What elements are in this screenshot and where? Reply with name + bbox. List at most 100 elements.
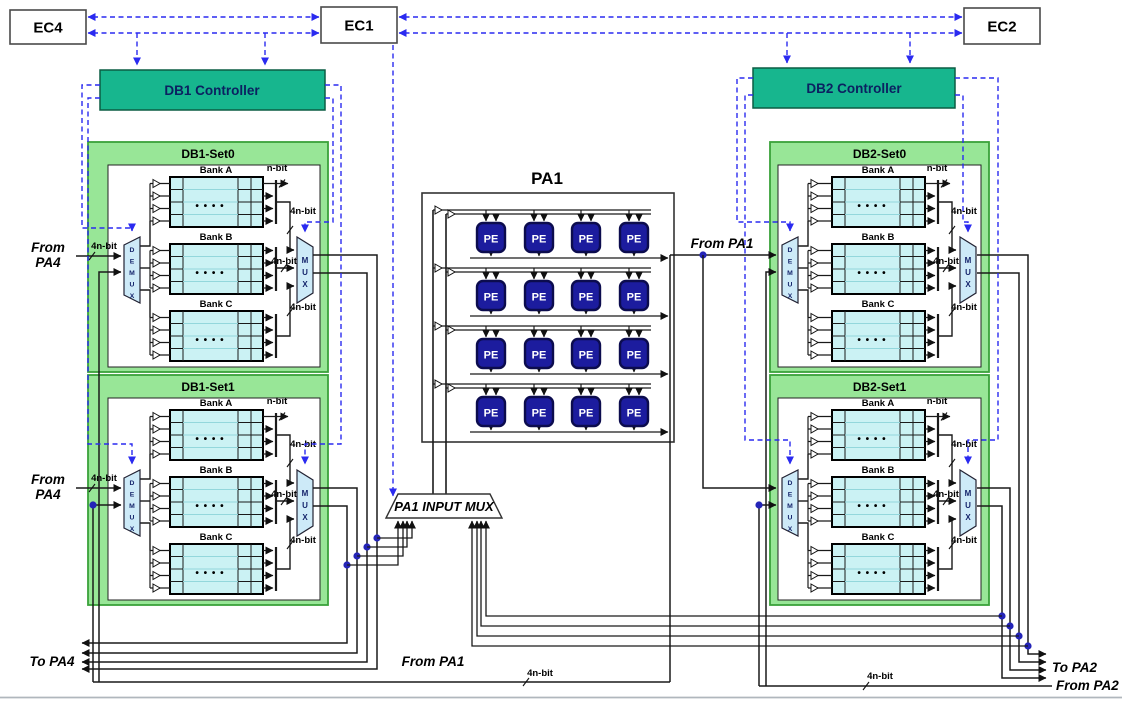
buffer-triangle (152, 216, 162, 226)
mux (296, 468, 314, 538)
from-pa4-label: PA4 (35, 255, 61, 270)
bit-width-label: n-bit (927, 396, 948, 407)
bank-dots: • • • • (857, 568, 886, 579)
pa1-input-mux-label: PA1 INPUT MUX (394, 499, 495, 514)
from-pa2-label: From PA2 (1056, 678, 1119, 693)
pe-block (618, 279, 650, 312)
demux-letter: M (129, 503, 135, 510)
mux-letter: M (965, 256, 972, 265)
demux-letter: M (787, 270, 793, 277)
buffer-triangle (810, 216, 820, 226)
pe-block (523, 221, 555, 254)
pe-block (523, 279, 555, 312)
demux-to-bank (798, 221, 809, 247)
bank-dots: • • • • (195, 335, 224, 346)
bus-width-tick (88, 483, 96, 493)
pe-block (523, 395, 555, 428)
buffer-triangle (152, 178, 162, 189)
bus-width-tick (286, 540, 294, 550)
pe-block (475, 279, 507, 312)
buffer-triangle (152, 491, 162, 501)
buffer-triangle (810, 503, 820, 514)
buffer-triangle (152, 191, 162, 201)
bank-dots: • • • • (857, 434, 886, 445)
buffer-triangle (810, 245, 820, 256)
demux-to-bank (140, 522, 151, 551)
bank-dots: • • • • (195, 434, 224, 445)
buffer-triangle (152, 478, 162, 489)
mux (296, 235, 314, 305)
from-pa4-label: PA4 (35, 487, 61, 502)
bit-width-label: 4n-bit (951, 302, 978, 313)
pa1-mux-input (467, 520, 1028, 647)
bank-bus-to-mux (276, 201, 295, 255)
mux (959, 468, 977, 538)
demux-to-bank (140, 221, 151, 247)
pe-label: PE (579, 350, 594, 362)
set-title: DB2-Set0 (853, 147, 907, 161)
bus-width-tick (942, 263, 950, 273)
bus-width-tick (948, 307, 956, 317)
buffer-triangle (810, 558, 820, 568)
demux-letter: M (787, 503, 793, 510)
bit-width-label: 4n-bit (271, 256, 298, 267)
bank-label: Bank B (862, 232, 895, 243)
bank-bus-to-mux (276, 434, 295, 488)
buffer-triangle (152, 350, 162, 360)
bit-width-label: 4n-bit (290, 439, 317, 450)
bank-label: Bank C (200, 532, 233, 543)
pa1-title: PA1 (531, 169, 563, 188)
from-pa4-label: From (31, 240, 65, 255)
demux (781, 469, 799, 537)
bank-dots: • • • • (857, 501, 886, 512)
bit-width-label: 4n-bit (933, 489, 960, 500)
bank-label: Bank C (862, 299, 895, 310)
buffer-triangle (810, 258, 820, 268)
demux-letter: D (788, 480, 793, 487)
buffer-triangle (810, 424, 820, 434)
bit-width-label: 4n-bit (290, 302, 317, 313)
bank-label: Bank B (200, 465, 233, 476)
pe-block (475, 337, 507, 370)
pe-label: PE (579, 292, 594, 304)
to-pa2-label: To PA2 (1052, 660, 1097, 675)
mux-letter: U (965, 268, 971, 277)
bus-width-tick (278, 412, 286, 421)
pe-label: PE (627, 408, 642, 420)
pe-block (618, 395, 650, 428)
demux-letter: D (788, 247, 793, 254)
buffer-triangle (152, 545, 162, 556)
ec2-box-label: EC2 (987, 19, 1016, 36)
buffer-triangle (434, 263, 444, 273)
pe-block (570, 221, 602, 254)
bit-width-label: n-bit (927, 163, 948, 174)
buffer-triangle (152, 270, 162, 281)
ec1-box (320, 6, 398, 44)
demux-letter: D (130, 480, 135, 487)
db1-controller-label: DB1 Controller (164, 83, 260, 98)
db1-control (300, 97, 334, 233)
bank-bus-to-mux (938, 434, 957, 488)
bus-width-tick (286, 307, 294, 317)
from-pa2-riser (765, 267, 777, 686)
bus-width-tick (278, 179, 286, 188)
bus-width-tick (88, 251, 96, 261)
mux-letter: M (302, 489, 309, 498)
bank-dots: • • • • (857, 335, 886, 346)
pe-block (618, 221, 650, 254)
buffer-triangle (810, 203, 820, 214)
pe-block (475, 221, 507, 254)
bit-width-label: 4n-bit (951, 439, 978, 450)
buffer-triangle (810, 191, 820, 201)
buffer-triangle (810, 411, 820, 422)
bank-label: Bank C (200, 299, 233, 310)
from-pa1-bottom-label: From PA1 (402, 654, 465, 669)
buffer-triangle (152, 325, 162, 335)
pe-label: PE (484, 234, 499, 246)
buffer-triangle (152, 558, 162, 568)
demux-letter: X (788, 293, 793, 300)
db1-control (81, 84, 137, 232)
buffer-triangle (447, 267, 457, 277)
bus-width-tick (280, 496, 288, 506)
bit-width-label: 4n-bit (951, 206, 978, 217)
